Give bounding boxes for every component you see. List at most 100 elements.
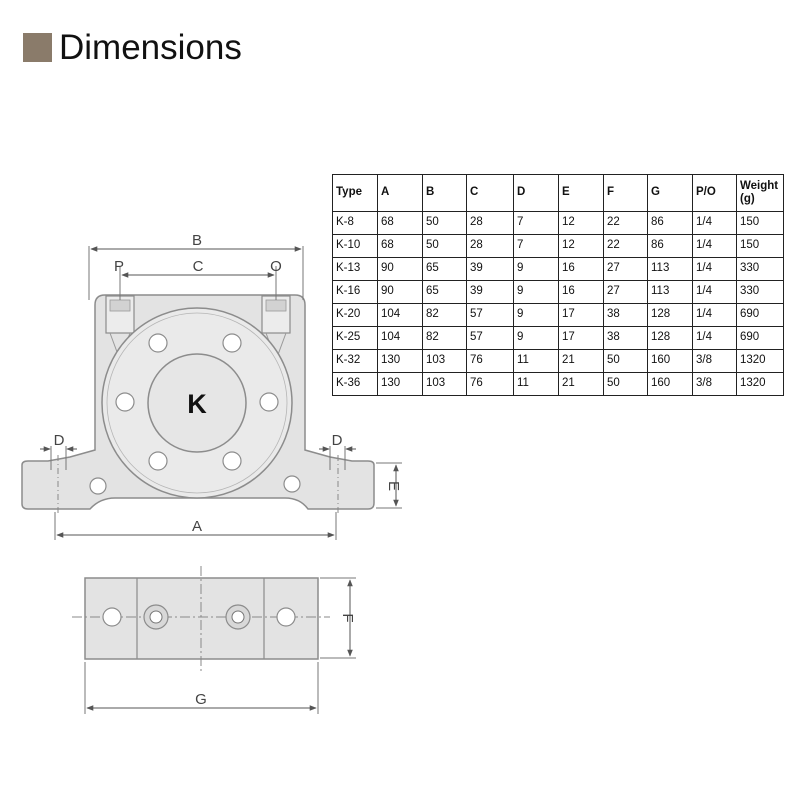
table-cell: 21: [558, 372, 604, 396]
table-cell: 7: [513, 211, 559, 235]
table-cell: 86: [647, 211, 693, 235]
dim-label-a: A: [192, 518, 202, 535]
table-cell: 1320: [736, 372, 784, 396]
table-cell: 9: [513, 257, 559, 281]
column-header: E: [558, 174, 604, 212]
table-cell: 50: [422, 211, 467, 235]
table-cell: 128: [647, 303, 693, 327]
table-cell: 27: [603, 257, 648, 281]
dim-label-o: O: [270, 258, 282, 275]
table-cell: 50: [603, 372, 648, 396]
column-header: B: [422, 174, 467, 212]
table-cell: 9: [513, 326, 559, 350]
table-cell: 9: [513, 303, 559, 327]
column-header: Weight (g): [736, 174, 784, 212]
table-cell: 28: [466, 234, 514, 258]
center-boss: [147, 353, 247, 453]
table-cell: K-8: [332, 211, 378, 235]
table-cell: 1320: [736, 349, 784, 373]
table-cell: 113: [647, 257, 693, 281]
table-cell: 17: [558, 326, 604, 350]
table-cell: 39: [466, 257, 514, 281]
table-cell: 90: [377, 280, 423, 304]
dim-label-f: F: [339, 613, 356, 622]
table-cell: 50: [603, 349, 648, 373]
table-cell: 39: [466, 280, 514, 304]
table-cell: 38: [603, 303, 648, 327]
dim-label-p: P: [114, 258, 124, 275]
table-cell: 1/4: [692, 326, 737, 350]
table-cell: K-36: [332, 372, 378, 396]
front-view: K B C P O D D E A: [21, 232, 402, 540]
table-cell: 1/4: [692, 257, 737, 281]
table-cell: K-13: [332, 257, 378, 281]
table-cell: 21: [558, 349, 604, 373]
table-cell: 330: [736, 257, 784, 281]
dim-label-d-left: D: [54, 432, 65, 449]
table-cell: 22: [603, 211, 648, 235]
table-cell: 16: [558, 257, 604, 281]
table-cell: 160: [647, 372, 693, 396]
table-cell: 690: [736, 326, 784, 350]
table-cell: 28: [466, 211, 514, 235]
table-cell: 3/8: [692, 372, 737, 396]
column-header: Type: [332, 174, 378, 212]
table-cell: K-20: [332, 303, 378, 327]
table-cell: 12: [558, 211, 604, 235]
table-cell: 150: [736, 234, 784, 258]
table-cell: 68: [377, 211, 423, 235]
center-mark-k: K: [187, 389, 207, 419]
table-cell: 103: [422, 349, 467, 373]
table-cell: K-10: [332, 234, 378, 258]
table-cell: 103: [422, 372, 467, 396]
dim-label-d-right: D: [332, 432, 343, 449]
dim-label-g: G: [195, 691, 207, 708]
table-cell: 22: [603, 234, 648, 258]
table-cell: 76: [466, 349, 514, 373]
table-cell: 160: [647, 349, 693, 373]
table-cell: 1/4: [692, 303, 737, 327]
table-cell: K-32: [332, 349, 378, 373]
table-cell: 1/4: [692, 280, 737, 304]
table-cell: 65: [422, 257, 467, 281]
table-cell: 16: [558, 280, 604, 304]
table-cell: 1/4: [692, 234, 737, 258]
table-cell: 68: [377, 234, 423, 258]
table-cell: 330: [736, 280, 784, 304]
table-cell: 57: [466, 326, 514, 350]
table-cell: 113: [647, 280, 693, 304]
table-cell: 128: [647, 326, 693, 350]
page-title: Dimensions: [59, 28, 242, 67]
column-header: A: [377, 174, 423, 212]
table-cell: 50: [422, 234, 467, 258]
table-cell: 90: [377, 257, 423, 281]
column-header: G: [647, 174, 693, 212]
column-header: C: [466, 174, 514, 212]
table-cell: 150: [736, 211, 784, 235]
table-cell: 130: [377, 349, 423, 373]
table-cell: 9: [513, 280, 559, 304]
table-cell: K-25: [332, 326, 378, 350]
table-cell: 82: [422, 326, 467, 350]
table-cell: K-16: [332, 280, 378, 304]
table-cell: 690: [736, 303, 784, 327]
table-cell: 104: [377, 326, 423, 350]
column-header: P/O: [692, 174, 737, 212]
column-header: D: [513, 174, 559, 212]
table-cell: 57: [466, 303, 514, 327]
table-cell: 7: [513, 234, 559, 258]
table-cell: 11: [513, 372, 559, 396]
title-square-icon: [23, 33, 52, 62]
table-cell: 3/8: [692, 349, 737, 373]
table-cell: 130: [377, 372, 423, 396]
table-cell: 12: [558, 234, 604, 258]
